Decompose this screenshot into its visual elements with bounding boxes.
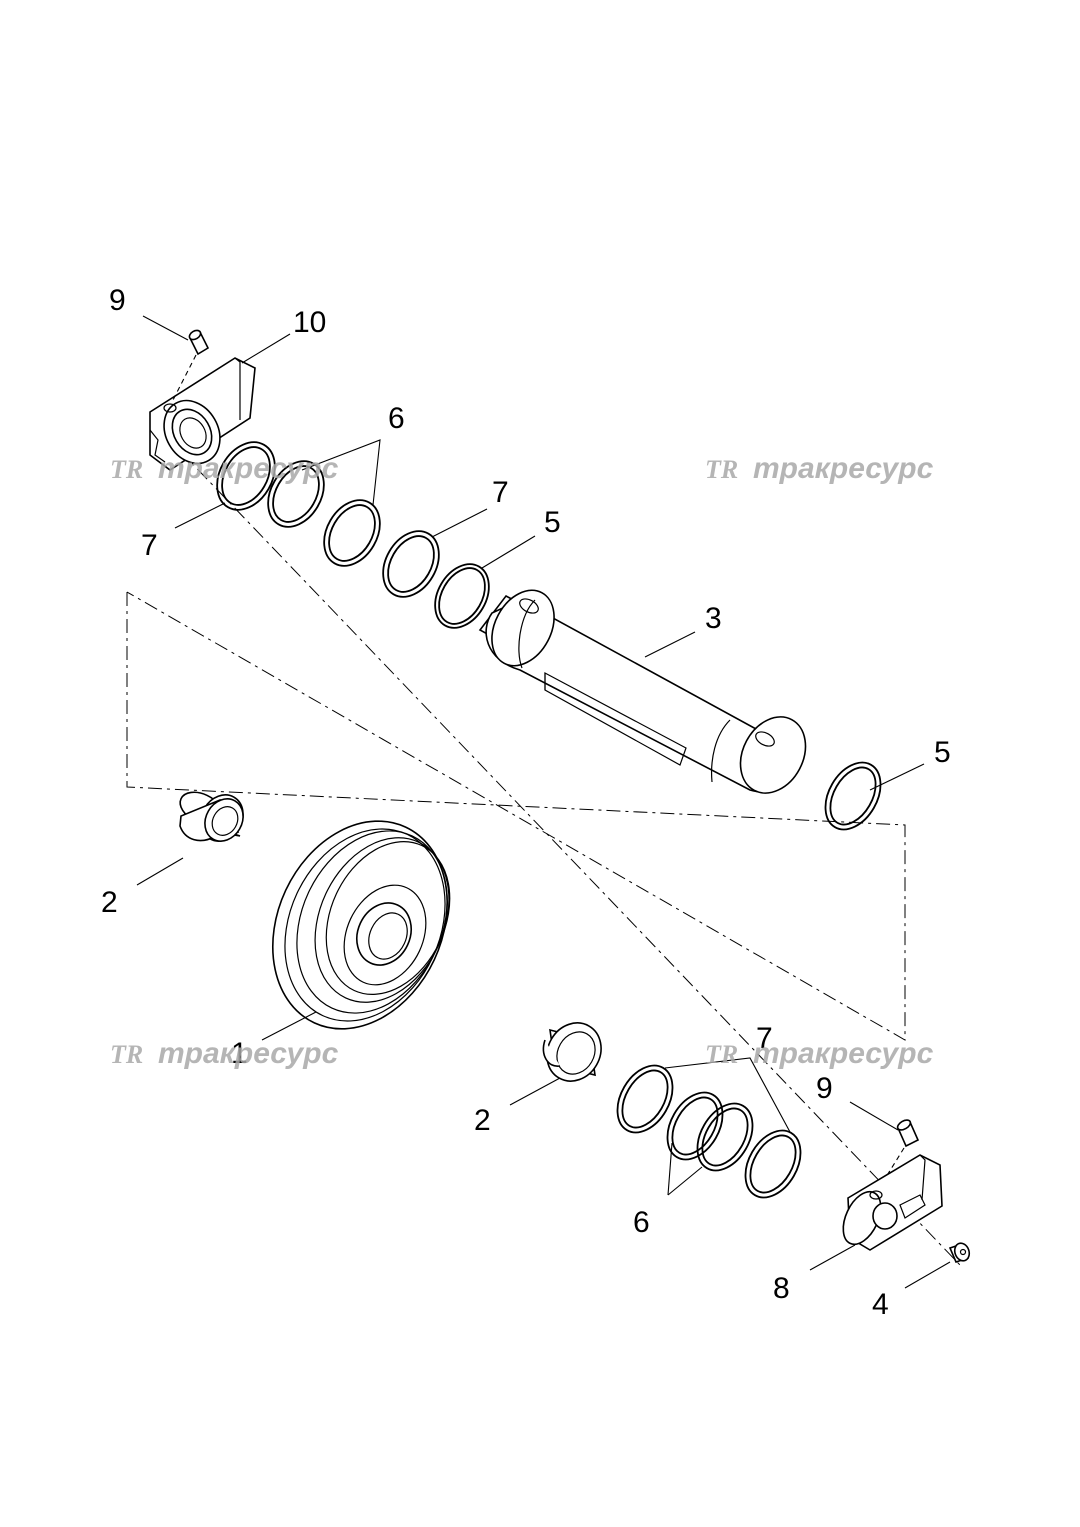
leader-lines [136, 315, 951, 1289]
shaft-part-3[interactable] [478, 580, 818, 805]
idler-wheel-part-1[interactable] [240, 792, 480, 1057]
pin-part-9-bottom[interactable] [877, 1118, 920, 1191]
callout-8: 8 [773, 1272, 790, 1305]
seal-ring-part-7-lower-left[interactable] [606, 1056, 684, 1142]
watermark-text: тракресурс [158, 1037, 339, 1070]
bushing-part-2-right[interactable] [536, 1013, 611, 1091]
watermark-top-right: TR тракресурс [705, 452, 934, 485]
watermark-logo-icon: TR [705, 455, 738, 484]
watermark-top-left: TR тракресурс [110, 452, 339, 485]
callout-7-bottom: 7 [756, 1022, 773, 1055]
watermark-logo-icon: TR [705, 1040, 738, 1069]
watermark-logo-icon: TR [110, 455, 143, 484]
seal-ring-part-6-upper-2[interactable] [313, 490, 391, 576]
watermark-text: тракресурс [158, 452, 339, 485]
o-ring-part-5-lower[interactable] [814, 753, 892, 839]
callout-3: 3 [705, 602, 722, 635]
callout-9-bottom: 9 [816, 1072, 833, 1105]
callout-7-top-left: 7 [141, 529, 158, 562]
seal-ring-part-7-lower-right[interactable] [734, 1121, 812, 1207]
fitting-part-4[interactable] [948, 1241, 972, 1263]
assembly-axis [126, 429, 961, 1266]
watermark-bottom-right: TR тракресурс [705, 1037, 934, 1070]
watermark-text: тракресурс [753, 452, 934, 485]
callout-5-top: 5 [544, 506, 561, 539]
seal-ring-part-6-lower-1[interactable] [656, 1083, 734, 1169]
callout-2-right: 2 [474, 1104, 491, 1137]
seal-ring-part-7-upper-right[interactable] [372, 521, 450, 607]
callout-2-left: 2 [101, 886, 118, 919]
callout-4: 4 [872, 1288, 889, 1321]
seal-ring-part-7-upper-left[interactable] [205, 432, 286, 520]
callout-5-right: 5 [934, 736, 951, 769]
watermark-bottom-left: TR тракресурс [110, 1037, 339, 1070]
bushing-part-2-left[interactable] [175, 786, 251, 849]
pin-part-9-top[interactable] [171, 329, 210, 403]
bracket-part-8[interactable] [836, 1154, 943, 1251]
callout-10: 10 [293, 306, 326, 339]
callout-1: 1 [231, 1037, 248, 1070]
seal-ring-part-6-upper-1[interactable] [257, 451, 335, 537]
seal-ring-part-6-lower-2[interactable] [686, 1094, 764, 1180]
watermark-text: тракресурс [753, 1037, 934, 1070]
watermark-logo-icon: TR [110, 1040, 143, 1069]
callout-labels: 9 10 6 7 7 5 3 5 2 1 7 9 2 6 8 4 [101, 284, 951, 1321]
callout-6-bottom: 6 [633, 1206, 650, 1239]
bracket-part-10[interactable] [149, 357, 256, 474]
callout-6-top: 6 [388, 402, 405, 435]
o-ring-part-5-upper[interactable] [424, 555, 500, 638]
callout-9-top: 9 [109, 284, 126, 317]
callout-7-top-right: 7 [492, 476, 509, 509]
